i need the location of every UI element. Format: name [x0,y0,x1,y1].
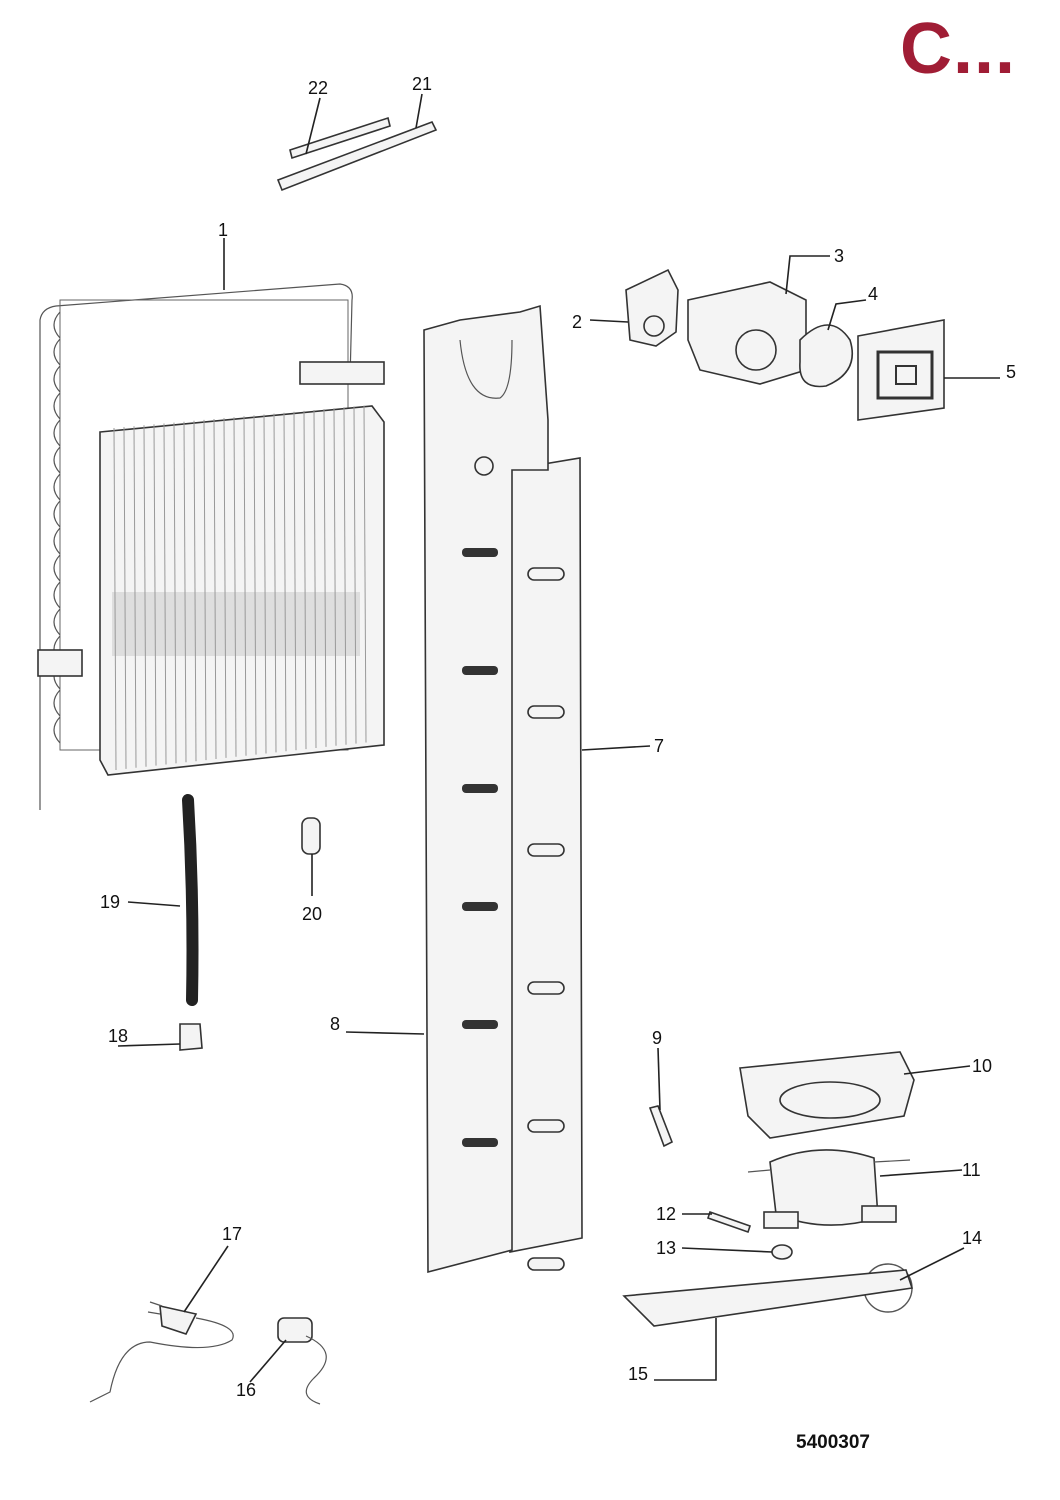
coil-loop [53,554,61,582]
coil-loop [53,338,61,366]
label-13: 13 [656,1238,676,1258]
section-code: C... [899,9,1016,89]
panel-slot [527,1257,565,1271]
part-16-capacitor [277,1317,327,1405]
fin-line [283,412,287,752]
part-3-fan-housing [687,281,807,385]
label-3: 3 [834,246,844,266]
duct-slot [462,666,498,675]
coil-loop [53,473,61,501]
part-17-power-cord [89,1301,234,1403]
fin-line [273,413,277,753]
duct-slot [462,902,498,911]
coil-loop [53,365,61,393]
leader-lines [117,93,1000,1383]
fin-line [313,409,317,749]
coil-loop [53,419,61,447]
label-4: 4 [868,284,878,304]
label-9: 9 [652,1028,662,1048]
label-16: 16 [236,1380,256,1400]
part-9-pin [648,1105,674,1148]
fin-line [183,421,187,763]
part-18-cap [179,1023,203,1051]
label-8: 8 [330,1014,340,1034]
fin-line [353,406,357,744]
panel-slot [527,981,565,995]
label-5: 5 [1006,362,1016,382]
label-10: 10 [972,1056,992,1076]
coil-loop [53,608,61,636]
label-12: 12 [656,1204,676,1224]
part-8-back-duct [423,304,549,1274]
duct-slot [462,548,498,557]
fin-line [203,419,207,761]
drawing-number: 5400307 [796,1432,870,1453]
fin-line [343,407,347,745]
fin-line [233,417,237,757]
fin-line [263,414,267,754]
fin-line [153,424,157,766]
fin-line [323,409,327,747]
label-15: 15 [628,1364,648,1384]
label-7: 7 [654,736,664,756]
coil-loop [53,581,61,609]
fin-line [363,405,367,743]
fin-line [243,416,247,756]
part-10-tray [739,1051,915,1139]
part-1-condenser [37,283,385,810]
panel-slot [527,705,565,719]
fin-line [143,425,147,767]
label-11: 11 [962,1160,981,1180]
label-20: 20 [302,904,322,924]
panel-slot [527,567,565,581]
label-2: 2 [572,312,582,332]
coil-loop [53,446,61,474]
coil-loop [53,392,61,420]
panel-slot [527,1119,565,1133]
fin-line [333,408,337,746]
part-20-filter [301,817,321,855]
fin-line [173,422,177,764]
coil-loop [53,311,61,339]
coil-loop [53,527,61,555]
part-7-panel [507,457,583,1271]
duct-slot [462,784,498,793]
fin-line [293,411,297,751]
fin-line [253,415,257,755]
fin-line [223,418,227,758]
label-19: 19 [100,892,120,912]
part-15-base-rail [622,1269,914,1327]
part-2-bracket [625,268,679,347]
part-12-clip [706,1210,752,1234]
part-21-rail [276,120,438,192]
fin-line [123,427,127,769]
part-13-grommet [771,1244,793,1260]
fin-line [133,426,137,768]
fin-line [113,427,117,771]
fin-line [213,418,217,760]
label-17: 17 [222,1224,242,1244]
part-labels: 1 2 3 4 5 7 8 9 10 11 12 13 14 15 16 17 … [100,74,1016,1400]
fin-line [163,423,167,765]
fin-line [303,410,307,750]
panel-slot [527,843,565,857]
coil-loop [53,500,61,528]
part-19-hose [182,794,199,1006]
label-22: 22 [308,78,328,98]
coil-loop [53,716,61,744]
duct-slot [462,1020,498,1029]
label-1: 1 [218,220,228,240]
part-5-grille [857,319,945,421]
label-14: 14 [962,1228,982,1248]
fin-line [193,420,197,762]
coil-loop [53,689,61,717]
label-21: 21 [412,74,432,94]
label-18: 18 [108,1026,128,1046]
part-4-fan-blade [799,324,854,388]
part-22-strip [289,116,391,160]
duct-slot [462,1138,498,1147]
part-11-compressor [747,1149,911,1229]
